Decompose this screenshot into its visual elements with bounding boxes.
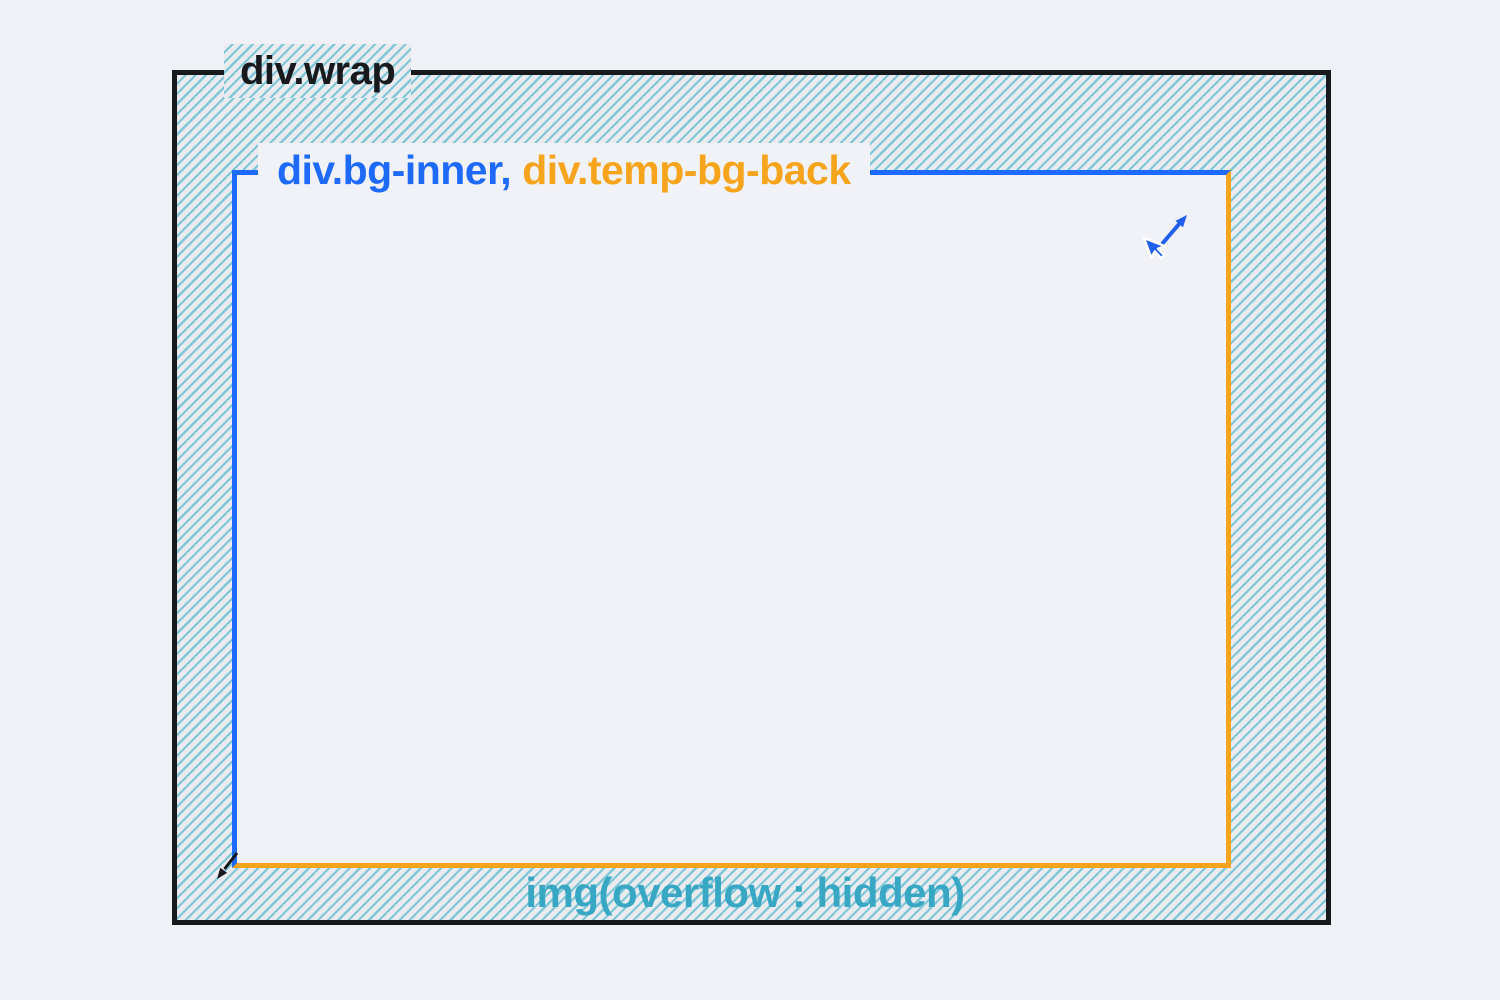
inner-box bbox=[232, 170, 1231, 868]
bg-inner-label: div.bg-inner, bbox=[277, 147, 512, 193]
temp-bg-back-label: div.temp-bg-back bbox=[522, 147, 851, 193]
inner-label-chip: div.bg-inner, div.temp-bg-back bbox=[258, 143, 870, 198]
wrap-label: div.wrap bbox=[240, 48, 396, 93]
resize-cursor-ne-arrow-icon bbox=[1142, 215, 1187, 260]
sw-arrow-icon bbox=[217, 852, 239, 879]
wrap-label-chip: div.wrap bbox=[224, 44, 412, 98]
img-overflow-label: img(overflow : hidden) bbox=[525, 869, 965, 916]
